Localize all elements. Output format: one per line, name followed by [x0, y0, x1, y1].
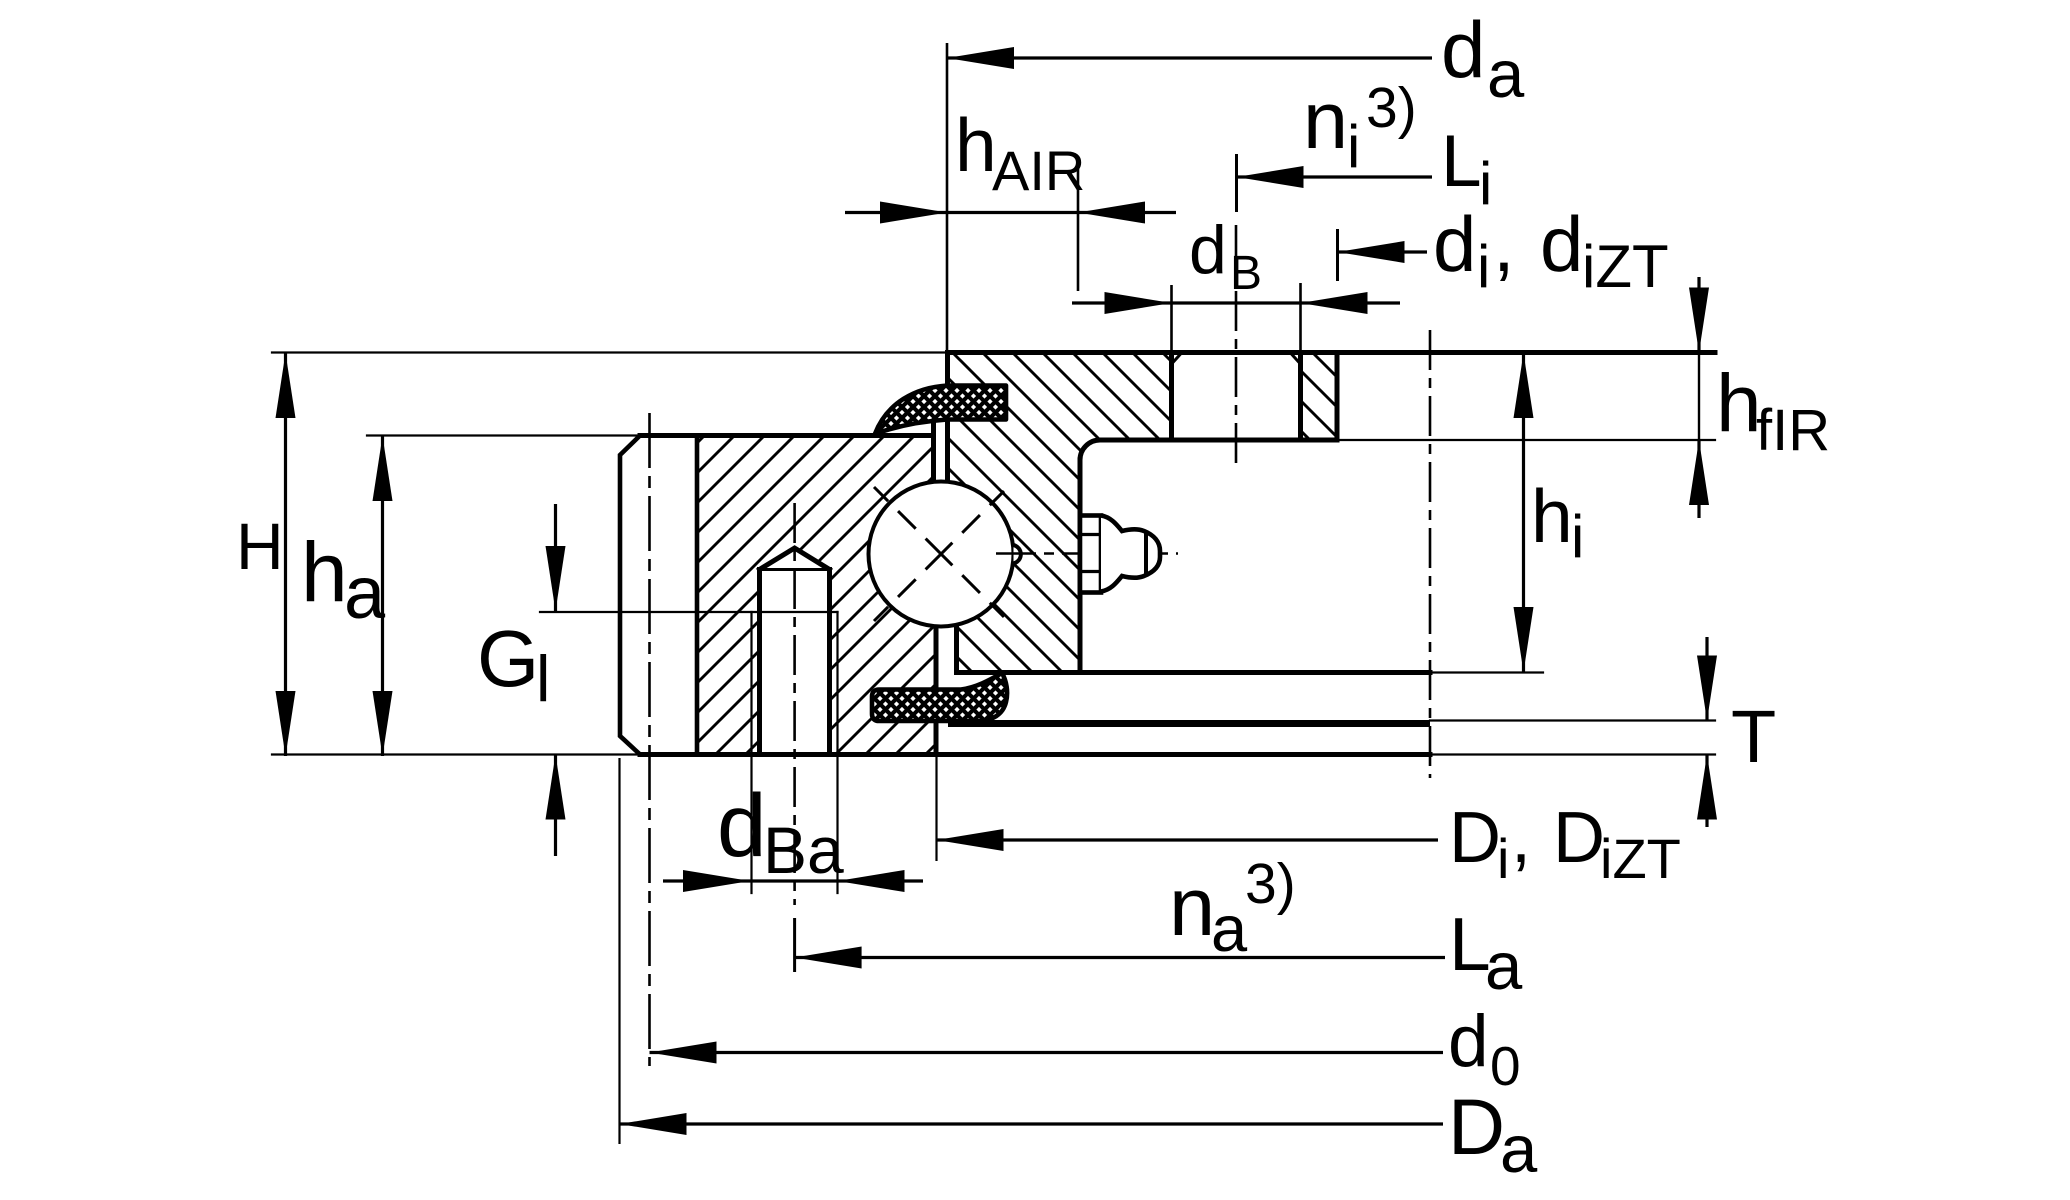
svg-text:n: n [1303, 76, 1348, 166]
svg-text:d: d [1189, 212, 1227, 288]
svg-text:,: , [1493, 200, 1515, 288]
svg-text:i: i [1347, 113, 1360, 180]
svg-text:i: i [1477, 233, 1490, 300]
svg-text:3): 3) [1366, 76, 1417, 140]
svg-text:i: i [1479, 150, 1492, 217]
svg-text:0: 0 [1490, 1035, 1521, 1097]
svg-text:d: d [1448, 1001, 1489, 1082]
svg-text:D: D [1449, 798, 1501, 878]
svg-text:AIR: AIR [992, 139, 1085, 202]
svg-text:i: i [1571, 503, 1584, 570]
svg-text:d: d [717, 775, 767, 875]
svg-text:l: l [536, 642, 550, 715]
svg-text:a: a [1485, 929, 1523, 1004]
svg-text:3): 3) [1245, 852, 1296, 916]
svg-text:Ba: Ba [763, 813, 844, 887]
svg-text:n: n [1169, 860, 1215, 953]
svg-text:h: h [1716, 358, 1762, 449]
svg-text:D: D [1553, 798, 1605, 878]
svg-text:a: a [1211, 892, 1248, 965]
svg-text:h: h [1531, 474, 1573, 558]
svg-text:d: d [1433, 200, 1476, 288]
svg-text:fIR: fIR [1756, 398, 1830, 463]
svg-text:D: D [1448, 1082, 1505, 1171]
svg-text:L: L [1449, 902, 1491, 986]
svg-text:a: a [1487, 37, 1525, 112]
svg-text:iZT: iZT [1600, 827, 1681, 890]
svg-text:L: L [1441, 121, 1482, 202]
svg-text:d: d [1441, 6, 1486, 95]
svg-text:h: h [955, 103, 997, 187]
svg-text:iZT: iZT [1582, 233, 1669, 300]
svg-text:h: h [301, 525, 348, 619]
svg-text:i: i [1497, 827, 1509, 890]
svg-text:,: , [1511, 798, 1531, 878]
svg-text:G: G [477, 614, 539, 703]
svg-text:d: d [1540, 200, 1583, 288]
svg-text:T: T [1731, 695, 1776, 778]
svg-text:a: a [1500, 1112, 1538, 1187]
svg-text:a: a [344, 551, 386, 634]
svg-text:B: B [1230, 247, 1262, 300]
svg-text:H: H [236, 509, 284, 583]
